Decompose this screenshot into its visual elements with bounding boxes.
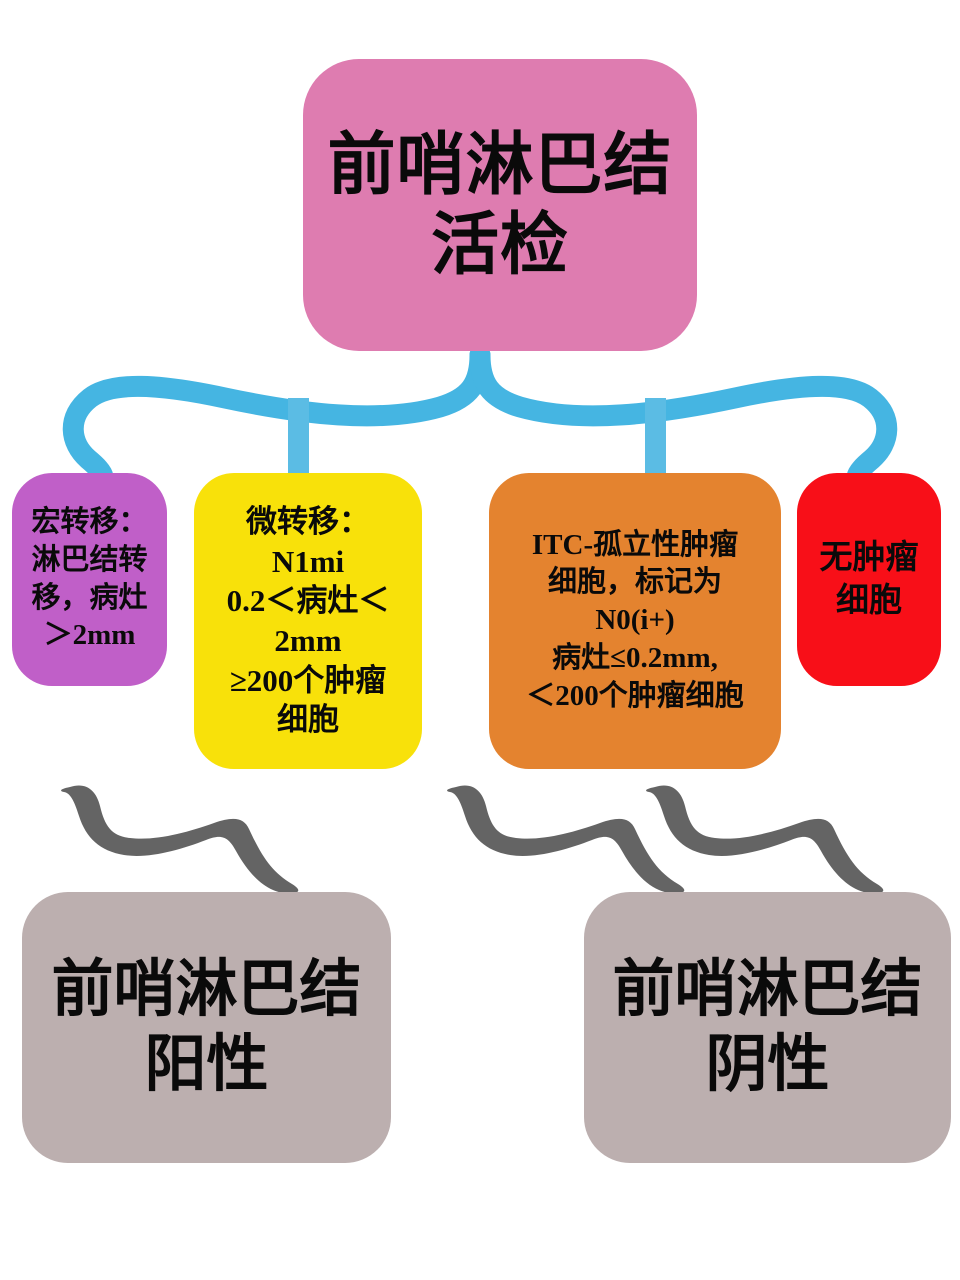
blue-stem-itc-icon <box>645 398 666 480</box>
node-sentinel-lymph-node-biopsy[interactable]: 前哨淋巴结 活检 <box>303 59 697 351</box>
node-no-tumor-cells[interactable]: 无肿瘤 细胞 <box>797 473 941 686</box>
node-no-tumor-label: 无肿瘤 细胞 <box>819 540 919 619</box>
node-micro-label: 微转移： N1mi 0.2＜病灶＜ 2mm ≥200个肿瘤 细胞 <box>226 503 390 738</box>
node-negative-label: 前哨淋巴结 阴性 <box>612 956 923 1099</box>
gray-brace-right-icon <box>646 785 884 894</box>
node-macro-label: 宏转移： 淋巴结转 移，病灶 ＞2mm <box>31 506 148 652</box>
node-isolated-tumor-cells[interactable]: ITC-孤立性肿瘤 细胞，标记为 N0(i+) 病灶≤0.2mm, ＜200个肿… <box>489 473 781 769</box>
blue-stem-micro-icon <box>288 398 309 480</box>
node-sentinel-node-positive[interactable]: 前哨淋巴结 阳性 <box>22 892 391 1163</box>
node-itc-label: ITC-孤立性肿瘤 细胞，标记为 N0(i+) 病灶≤0.2mm, ＜200个肿… <box>526 528 744 712</box>
node-positive-label: 前哨淋巴结 阳性 <box>51 956 362 1099</box>
gray-brace-left-icon <box>61 785 685 894</box>
node-sentinel-node-negative[interactable]: 前哨淋巴结 阴性 <box>584 892 951 1163</box>
node-root-label: 前哨淋巴结 活检 <box>327 126 673 283</box>
node-macrometastasis[interactable]: 宏转移： 淋巴结转 移，病灶 ＞2mm <box>12 473 167 686</box>
node-micrometastasis[interactable]: 微转移： N1mi 0.2＜病灶＜ 2mm ≥200个肿瘤 细胞 <box>194 473 422 769</box>
blue-brace-right-icon <box>469 344 898 498</box>
blue-brace-left-icon <box>62 344 491 498</box>
